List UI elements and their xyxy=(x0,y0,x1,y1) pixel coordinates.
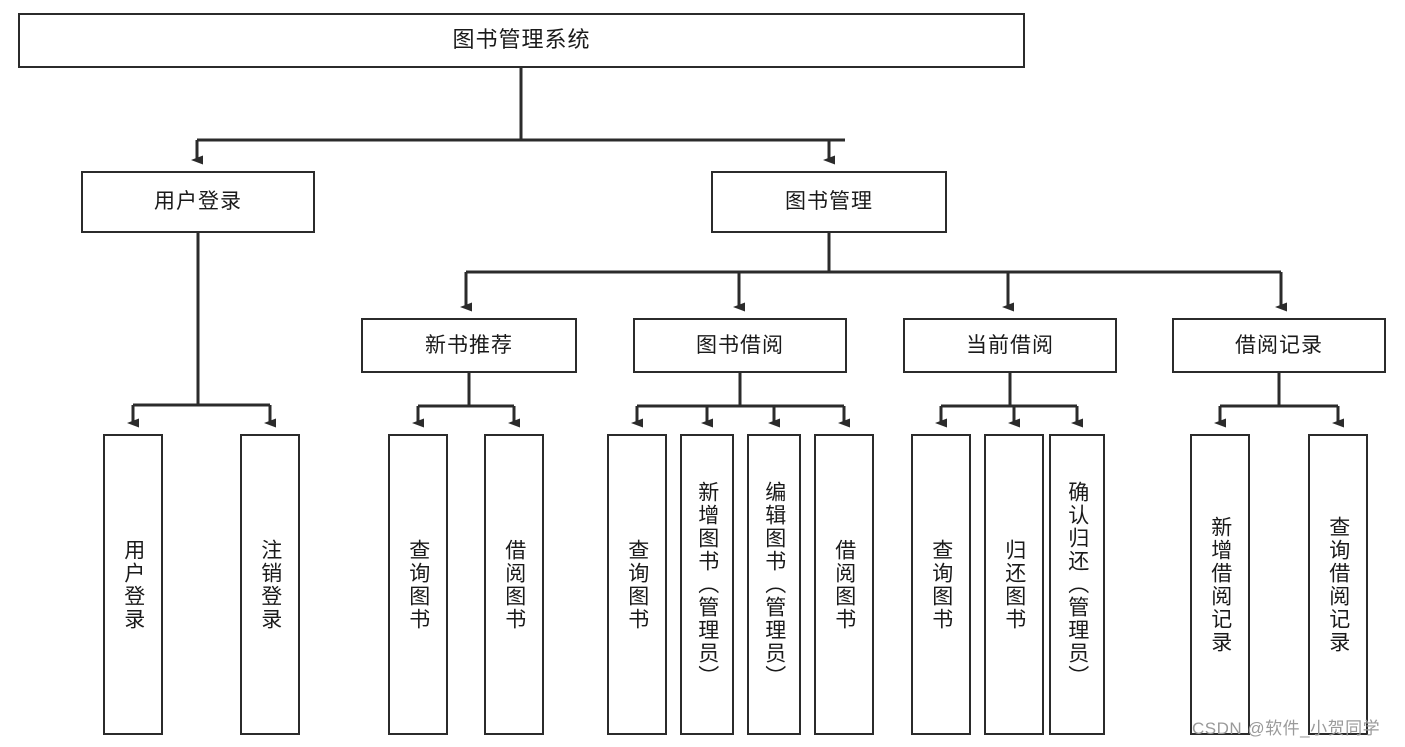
node-book-manage-label: 图书管理 xyxy=(785,190,873,214)
node-leaf-add-record-label: 新增借阅记录 xyxy=(1208,515,1232,654)
node-leaf-logout-label: 注销登录 xyxy=(258,538,282,631)
node-leaf-add-record[interactable]: 新增借阅记录 xyxy=(1190,434,1250,735)
node-leaf-query-book-1[interactable]: 查询图书 xyxy=(388,434,448,735)
node-borrow-record-label: 借阅记录 xyxy=(1235,333,1323,357)
node-leaf-add-book-label: 新增图书（管理员） xyxy=(695,481,719,688)
node-user-login[interactable]: 用户登录 xyxy=(81,171,315,233)
node-leaf-confirm-return[interactable]: 确认归还（管理员） xyxy=(1049,434,1105,735)
node-leaf-query-record-label: 查询借阅记录 xyxy=(1326,515,1350,654)
node-book-borrow-label: 图书借阅 xyxy=(696,333,784,357)
node-leaf-query-book-3[interactable]: 查询图书 xyxy=(911,434,971,735)
node-user-login-label: 用户登录 xyxy=(154,190,242,214)
node-current-borrow-label: 当前借阅 xyxy=(966,333,1054,357)
node-root-label: 图书管理系统 xyxy=(452,27,591,53)
node-current-borrow[interactable]: 当前借阅 xyxy=(903,318,1117,373)
node-leaf-return-book-label: 归还图书 xyxy=(1002,538,1026,631)
node-leaf-borrow-book-2[interactable]: 借阅图书 xyxy=(814,434,874,735)
node-new-book-recommend[interactable]: 新书推荐 xyxy=(361,318,577,373)
node-leaf-query-record[interactable]: 查询借阅记录 xyxy=(1308,434,1368,735)
watermark: CSDN @软件_小贺同学 xyxy=(1192,719,1381,738)
node-leaf-user-login[interactable]: 用户登录 xyxy=(103,434,163,735)
node-leaf-query-book-3-label: 查询图书 xyxy=(929,538,953,631)
node-leaf-borrow-book-2-label: 借阅图书 xyxy=(832,538,856,631)
node-leaf-confirm-return-label: 确认归还（管理员） xyxy=(1065,481,1089,688)
node-root[interactable]: 图书管理系统 xyxy=(18,13,1025,68)
node-leaf-return-book[interactable]: 归还图书 xyxy=(984,434,1044,735)
node-leaf-borrow-book-1[interactable]: 借阅图书 xyxy=(484,434,544,735)
node-leaf-borrow-book-1-label: 借阅图书 xyxy=(502,538,526,631)
node-leaf-edit-book[interactable]: 编辑图书（管理员） xyxy=(747,434,801,735)
node-leaf-edit-book-label: 编辑图书（管理员） xyxy=(762,481,786,688)
node-leaf-user-login-label: 用户登录 xyxy=(121,538,145,631)
node-book-borrow[interactable]: 图书借阅 xyxy=(633,318,847,373)
node-new-book-recommend-label: 新书推荐 xyxy=(425,333,513,357)
node-leaf-logout[interactable]: 注销登录 xyxy=(240,434,300,735)
node-leaf-query-book-1-label: 查询图书 xyxy=(406,538,430,631)
node-book-manage[interactable]: 图书管理 xyxy=(711,171,947,233)
node-borrow-record[interactable]: 借阅记录 xyxy=(1172,318,1386,373)
node-leaf-add-book[interactable]: 新增图书（管理员） xyxy=(680,434,734,735)
node-leaf-query-book-2-label: 查询图书 xyxy=(625,538,649,631)
node-leaf-query-book-2[interactable]: 查询图书 xyxy=(607,434,667,735)
